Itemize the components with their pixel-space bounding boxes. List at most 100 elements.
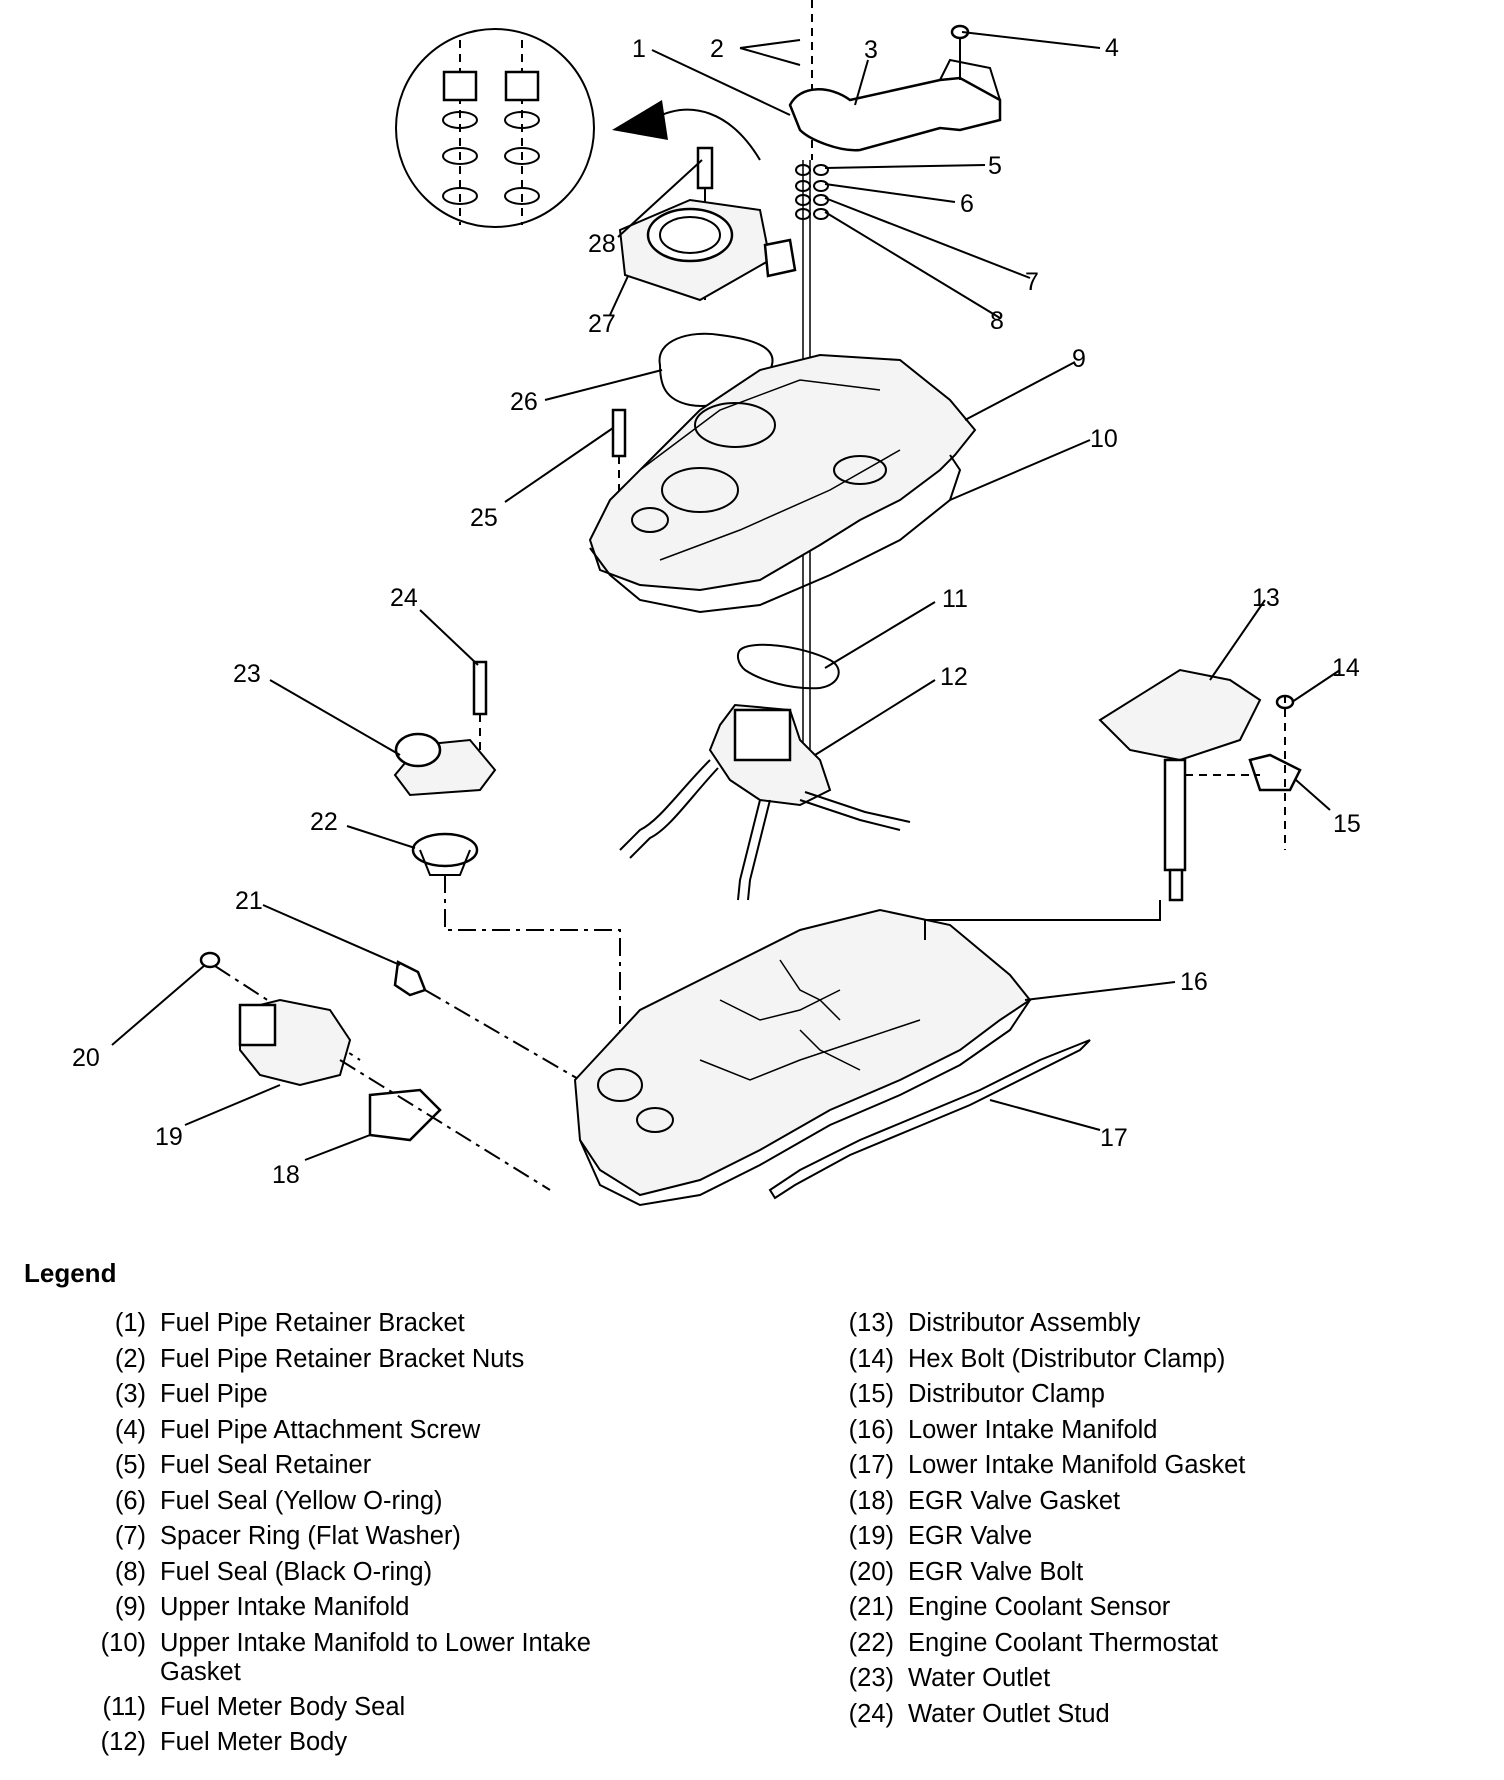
legend-num: (7) — [114, 1522, 146, 1550]
legend-text: Spacer Ring (Flat Washer) — [160, 1522, 461, 1550]
legend-text: Distributor Assembly — [908, 1309, 1141, 1337]
callout-12: 12 — [940, 663, 968, 691]
fuel-meter-body-seal — [736, 643, 840, 690]
legend-num: (12) — [100, 1728, 146, 1756]
legend-item: (17) Lower Intake Manifold Gasket — [820, 1448, 1480, 1484]
callout-15: 15 — [1333, 810, 1361, 838]
legend-text: EGR Valve Bolt — [908, 1557, 1084, 1586]
legend-num: (17) — [848, 1451, 894, 1479]
throttle-body — [618, 146, 797, 302]
legend-num: (10) — [100, 1628, 146, 1657]
legend-num: (9) — [114, 1593, 146, 1621]
legend-text: Water Outlet — [908, 1664, 1051, 1692]
legend-num: (3) — [114, 1380, 146, 1408]
seal-detail-inset — [395, 28, 595, 228]
legend-num: (6) — [114, 1486, 146, 1515]
water-outlet-group — [393, 660, 621, 1080]
callout-7: 7 — [1025, 268, 1039, 296]
callout-28: 28 — [588, 230, 616, 258]
callout-26: 26 — [510, 388, 538, 416]
callout-4: 4 — [1105, 34, 1119, 62]
legend-text: Hex Bolt (Distributor Clamp) — [908, 1344, 1226, 1373]
legend-text: Fuel Pipe — [160, 1380, 268, 1408]
legend-text: Distributor Clamp — [908, 1380, 1105, 1408]
legend-num: (8) — [114, 1557, 146, 1586]
legend-right-column: (13) Distributor Assembly (14) Hex Bolt (D… — [820, 1306, 1480, 1732]
legend-item: (19) EGR Valve — [820, 1519, 1480, 1555]
legend-item: (15) Distributor Clamp — [820, 1377, 1480, 1413]
legend-item: (22)Engine Coolant Thermostat — [820, 1626, 1480, 1662]
legend-item: (1)Fuel Pipe Retainer Bracket — [72, 1306, 672, 1342]
callout-9: 9 — [1072, 345, 1086, 373]
callout-18: 18 — [272, 1161, 300, 1189]
legend-text: Fuel Pipe Retainer Bracket Nuts — [160, 1344, 525, 1373]
legend-num: (18) — [848, 1486, 894, 1515]
legend-num: (21) — [848, 1593, 894, 1621]
callout-10: 10 — [1090, 425, 1118, 453]
legend-text: EGR Valve Gasket — [908, 1486, 1121, 1515]
legend-text: Fuel Pipe Attachment Screw — [160, 1415, 481, 1444]
legend-num: (13) — [848, 1309, 894, 1337]
legend-title: Legend — [24, 1258, 117, 1288]
legend-item: (20) EGR Valve Bolt — [820, 1555, 1480, 1591]
distributor-assembly — [1098, 668, 1302, 902]
legend-num: (1) — [114, 1309, 146, 1337]
legend-num: (24) — [848, 1699, 894, 1728]
callout-20: 20 — [72, 1044, 100, 1072]
leader-lines — [111, 31, 1341, 1161]
legend-item: (4) Fuel Pipe Attachment Screw — [72, 1413, 672, 1449]
legend-text: Fuel Seal (Black O-ring) — [160, 1557, 433, 1586]
callout-5: 5 — [988, 152, 1002, 180]
legend-num: (19) — [848, 1522, 894, 1550]
lower-intake-manifold — [573, 900, 1161, 1207]
callout-labels: 1 2 3 4 5 6 7 8 9 10 11 12 13 14 15 16 1… — [72, 34, 1361, 1189]
egr-valve-group — [199, 951, 551, 1191]
legend-text: Upper Intake Manifold — [160, 1593, 410, 1621]
callout-16: 16 — [1180, 968, 1208, 996]
legend-item: (8) Fuel Seal (Black O-ring) — [72, 1555, 672, 1591]
legend-text: Fuel Seal Retainer — [160, 1451, 372, 1479]
legend-item: (14) Hex Bolt (Distributor Clamp) — [820, 1342, 1480, 1378]
legend-num: (4) — [114, 1415, 146, 1444]
legend-text: Water Outlet Stud — [908, 1699, 1110, 1728]
legend-item: (16)Lower Intake Manifold — [820, 1413, 1480, 1449]
callout-27: 27 — [588, 310, 616, 338]
callout-22: 22 — [310, 808, 338, 836]
legend-left-column: (1)Fuel Pipe Retainer Bracket (2) Fuel Pi… — [72, 1306, 672, 1761]
legend-item: (11) Fuel Meter Body Seal — [72, 1690, 672, 1726]
lower-intake-gasket — [768, 1039, 1091, 1200]
legend-text: Upper Intake Manifold to Lower Intake Ga… — [160, 1628, 591, 1686]
legend-item: (21)Engine Coolant Sensor — [820, 1590, 1480, 1626]
legend-item: (12)Fuel Meter Body — [72, 1725, 672, 1761]
callout-14: 14 — [1332, 654, 1360, 682]
legend-item: (9) Upper Intake Manifold — [72, 1590, 672, 1626]
legend-num: (15) — [848, 1380, 894, 1408]
coolant-sensor — [393, 960, 581, 1081]
legend-num: (14) — [848, 1344, 894, 1373]
legend-item: (7) Spacer Ring (Flat Washer) — [72, 1519, 672, 1555]
legend-num: (11) — [102, 1692, 146, 1721]
callout-8: 8 — [990, 307, 1004, 335]
callout-23: 23 — [233, 660, 261, 688]
legend-item: (24) Water Outlet Stud — [820, 1697, 1480, 1733]
legend-num: (23) — [848, 1664, 894, 1692]
callout-21: 21 — [235, 887, 263, 915]
callout-3: 3 — [864, 36, 878, 64]
callout-19: 19 — [155, 1123, 183, 1151]
legend-item: (5)Fuel Seal Retainer — [72, 1448, 672, 1484]
legend-item: (3) Fuel Pipe — [72, 1377, 672, 1413]
legend-item: (13) Distributor Assembly — [820, 1306, 1480, 1342]
legend-text: Fuel Seal (Yellow O-ring) — [160, 1486, 443, 1515]
callout-13: 13 — [1252, 584, 1280, 612]
callout-11: 11 — [942, 585, 968, 613]
legend-text: Fuel Meter Body Seal — [160, 1692, 406, 1721]
legend-item: (10) Upper Intake Manifold to Lower Intak… — [72, 1626, 672, 1690]
callout-2: 2 — [710, 35, 724, 63]
exploded-parts-diagram: 1 2 3 4 5 6 7 8 9 10 11 12 13 14 15 16 1… — [72, 0, 1361, 1207]
legend-item: (2) Fuel Pipe Retainer Bracket Nuts — [72, 1342, 672, 1378]
legend-num: (2) — [114, 1344, 146, 1373]
legend-text: EGR Valve — [908, 1522, 1033, 1550]
fuel-meter-body — [619, 703, 911, 901]
legend-text: Lower Intake Manifold Gasket — [908, 1451, 1246, 1479]
legend-num: (20) — [848, 1557, 894, 1586]
